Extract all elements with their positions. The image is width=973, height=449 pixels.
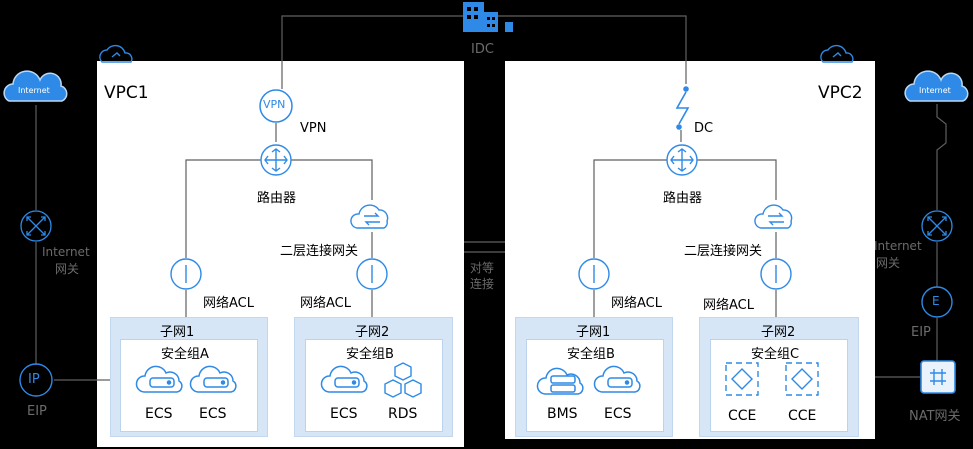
right-internet-gateway-icon [921,210,953,242]
right-acl1-label: 网络ACL [611,296,662,311]
subnet-title: 子网1 [576,325,611,340]
left-acl1-icon [170,258,202,290]
idc-label: IDC [471,42,494,57]
left-eip-icon [19,363,53,397]
right-eip-label: EIP [911,325,931,340]
security-group-title: 安全组A [161,347,209,362]
rds-icon [384,362,422,398]
left-acl1-label: 网络ACL [203,296,254,311]
left-router-icon [260,144,292,176]
idc-building-icon [463,2,513,32]
left-eip-label: EIP [27,404,47,419]
right-acl2-icon [760,258,792,290]
left-l2-gateway-icon [350,204,389,229]
resource-label: ECS [145,406,173,422]
dc-label: DC [694,121,714,136]
left-acl2-label: 网络ACL [300,296,351,311]
vpc2-label: VPC2 [818,83,863,103]
left-eip-icon-text: IP [28,372,40,387]
vpc1-cloud-icon [99,44,133,63]
left-internet-cloud-icon [3,70,68,102]
ecs-icon [189,365,237,393]
right-router-label: 路由器 [663,191,703,206]
right-internet-gateway-label1: Internet [874,239,922,253]
subnet-title: 子网2 [355,325,390,340]
resource-label: RDS [388,406,418,422]
security-group-title: 安全组B [567,347,615,362]
nat-gateway-icon [920,360,956,394]
left-internet-gateway-label2: 网关 [55,262,80,276]
left-subnet2: 子网2 安全组B [294,317,453,437]
right-eip-icon-text: E [932,294,940,308]
dc-lightning-icon [675,86,690,130]
right-acl2-label: 网络ACL [703,298,754,313]
security-group-title: 安全组C [751,347,800,362]
right-router-icon [666,144,698,176]
right-internet-gateway-label2: 网关 [876,256,901,270]
resource-label: CCE [728,408,757,424]
left-internet-gateway-icon [20,210,52,242]
vpc2-cloud-icon [820,44,854,63]
bms-icon [536,367,584,395]
resource-label: BMS [547,406,578,422]
left-router-label: 路由器 [257,191,297,206]
subnet-title: 子网1 [160,325,195,340]
resource-label: ECS [199,406,227,422]
vpn-label: VPN [300,121,327,136]
subnet-title: 子网2 [761,325,796,340]
right-acl1-icon [578,258,610,290]
left-internet-gateway-label1: Internet [42,245,90,259]
cce-icon [725,362,759,396]
vpn-icon [259,89,293,123]
right-internet-cloud-text: Internet [919,86,951,95]
left-l2-gateway-label: 二层连接网关 [280,244,359,259]
cce-icon [785,362,819,396]
ecs-icon [320,365,368,393]
right-l2-gateway-icon [754,204,793,229]
left-acl2-icon [356,258,388,290]
peering-label-line1: 对等 [470,261,495,275]
resource-label: ECS [330,406,358,422]
security-group: 安全组B [526,339,664,432]
vpn-icon-text: VPN [263,98,286,111]
right-internet-cloud-icon [904,70,969,102]
left-internet-cloud-text: Internet [18,86,50,95]
resource-label: CCE [788,408,817,424]
security-group-title: 安全组B [346,347,394,362]
right-eip-icon [921,286,953,318]
ecs-icon [593,365,641,393]
peering-label-line2: 连接 [470,277,495,291]
vpc1-label: VPC1 [104,83,149,103]
right-l2-gateway-label: 二层连接网关 [684,244,763,259]
right-subnet1: 子网1 安全组B [515,317,673,437]
ecs-icon [135,365,183,393]
nat-gateway-label: NAT网关 [909,409,961,424]
resource-label: ECS [604,406,632,422]
